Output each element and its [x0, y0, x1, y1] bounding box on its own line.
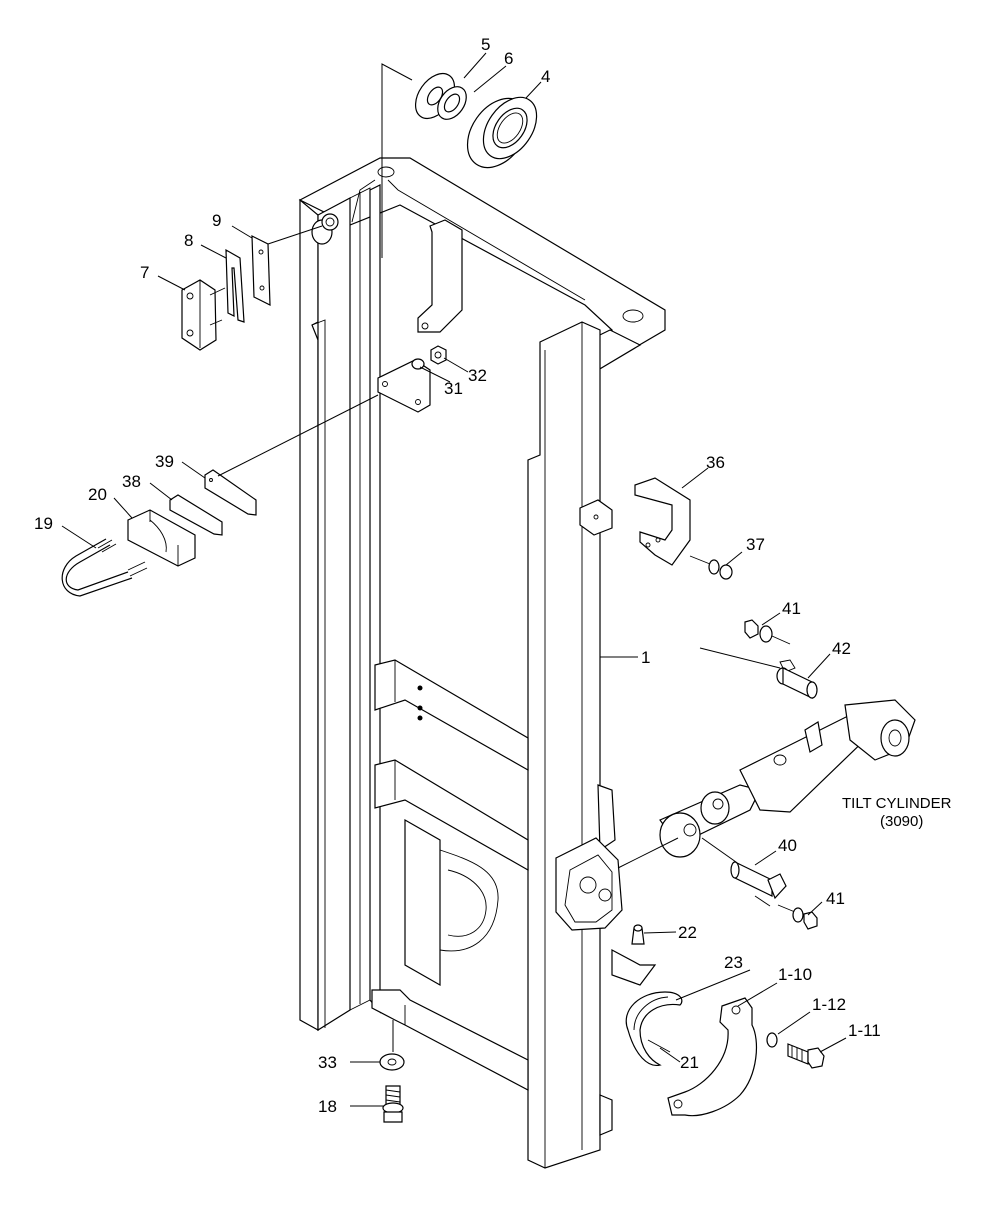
pin-42 — [776, 659, 818, 699]
callout-36: 36 — [706, 453, 725, 472]
callout-32: 32 — [468, 366, 487, 385]
callout-7: 7 — [140, 263, 149, 282]
callout-1: 1 — [641, 648, 650, 667]
parts — [61, 72, 916, 1123]
callout-1-12: 1-12 — [812, 995, 846, 1014]
callout-40: 40 — [778, 836, 797, 855]
callout-18: 18 — [318, 1097, 337, 1116]
bolt-1-11 — [787, 1043, 825, 1069]
callout-21: 21 — [680, 1053, 699, 1072]
pin-40 — [730, 861, 787, 907]
plate-38 — [169, 494, 223, 536]
roller-pin — [311, 213, 339, 245]
stopper-7 — [181, 279, 226, 351]
callout-5: 5 — [481, 35, 490, 54]
callout-9: 9 — [212, 211, 221, 230]
callout-33: 33 — [318, 1053, 337, 1072]
bolt-18 — [382, 1085, 404, 1123]
bolt-41-lower — [777, 904, 818, 930]
clamp-20 — [127, 509, 196, 567]
u-bolt-19 — [61, 538, 148, 597]
callout-41-lower: 41 — [826, 889, 845, 908]
washer-31 — [411, 358, 425, 370]
callout-23: 23 — [724, 953, 743, 972]
shim-8 — [225, 248, 245, 323]
tilt-cylinder-label: TILT CYLINDER — [842, 795, 952, 812]
callout-6: 6 — [504, 49, 513, 68]
tilt-cylinder-ref: (3090) — [880, 813, 923, 830]
shim-plate-9 — [251, 235, 271, 306]
callout-41-upper: 41 — [782, 599, 801, 618]
callout-38: 38 — [122, 472, 141, 491]
nut-32 — [430, 345, 447, 365]
washer-6 — [437, 86, 467, 120]
callout-1-11: 1-11 — [848, 1021, 881, 1040]
grease-nipple-22 — [631, 924, 645, 945]
callout-39: 39 — [155, 452, 174, 471]
callout-1-10: 1-10 — [778, 965, 812, 984]
bolt-37 — [689, 555, 733, 580]
callout-labels: 5 6 4 9 8 7 32 31 39 38 20 19 36 37 41 1… — [34, 35, 952, 1116]
washer-1-12 — [766, 1032, 778, 1048]
callout-4: 4 — [541, 67, 550, 86]
callout-19: 19 — [34, 514, 53, 533]
leader-lines — [61, 52, 847, 1107]
bushing-23 — [625, 991, 683, 1066]
callout-8: 8 — [184, 231, 193, 250]
callout-37: 37 — [746, 535, 765, 554]
bearing-4 — [466, 96, 538, 169]
callout-22: 22 — [678, 923, 697, 942]
washer-33 — [379, 1053, 405, 1071]
bolt-41-upper — [744, 619, 791, 645]
mast-frame — [298, 157, 666, 1169]
pin-21 — [647, 1039, 671, 1053]
bracket-36 — [579, 477, 691, 566]
tilt-cylinder — [659, 699, 916, 858]
callout-20: 20 — [88, 485, 107, 504]
callout-42: 42 — [832, 639, 851, 658]
plate-39 — [204, 469, 257, 516]
cap-1-10 — [667, 997, 758, 1117]
callout-31: 31 — [444, 379, 463, 398]
